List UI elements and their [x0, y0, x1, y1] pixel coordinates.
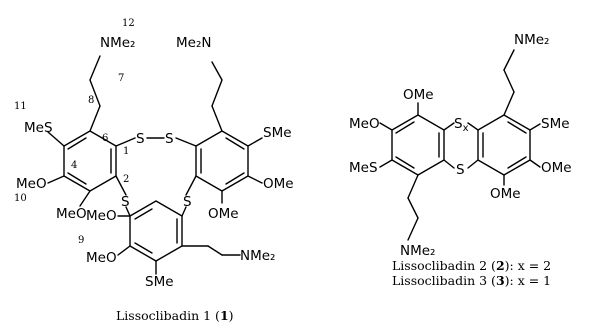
caption-lissoclibadin-1: Lissoclibadin 1 (1)	[116, 308, 234, 323]
mes-label: MeS	[24, 120, 53, 136]
meo-label: MeO	[86, 208, 117, 224]
right-benzene-ring	[195, 130, 249, 192]
atom-number: 1	[123, 146, 129, 157]
ome-label: OMe	[541, 160, 572, 176]
nme2-label: NMe₂	[240, 248, 275, 264]
caption-lissoclibadin-2: Lissoclibadin 2 (2): x = 2	[392, 258, 551, 273]
atom-number: 12	[122, 18, 135, 29]
right-benzene-ring	[477, 114, 531, 176]
sulfur-atom: S	[456, 162, 465, 178]
lissoclibadin-2-3-structure: OMe MeO MeS Sx S NMe₂ SMe OMe OMe NMe₂ L…	[349, 32, 572, 288]
sulfur-atom: S	[183, 194, 192, 210]
atom-number: 2	[123, 174, 129, 185]
meo-label: MeO	[16, 176, 47, 192]
nme2-label: NMe₂	[100, 35, 135, 51]
me2n-label: Me₂N	[176, 35, 211, 51]
sme-label: SMe	[145, 274, 174, 290]
atom-number: 6	[102, 133, 108, 144]
left-benzene-ring	[391, 114, 445, 176]
sme-label: SMe	[541, 116, 570, 132]
mes-label: MeS	[349, 160, 378, 176]
atom-number: 9	[78, 235, 84, 246]
sulfur-atom: S	[121, 194, 130, 210]
caption-lissoclibadin-3: Lissoclibadin 3 (3): x = 1	[392, 273, 551, 288]
ome-label: OMe	[490, 186, 521, 202]
sme-label: SMe	[263, 125, 292, 141]
bottom-benzene-ring	[129, 200, 183, 262]
sulfur-atom: S	[165, 131, 174, 147]
atom-number: 10	[14, 193, 27, 204]
meo-label: MeO	[86, 250, 117, 266]
meo-label: MeO	[56, 206, 87, 222]
sulfur-atom: S	[136, 131, 145, 147]
ome-label: OMe	[208, 206, 239, 222]
nme2-label: NMe₂	[400, 243, 435, 259]
atom-number: 8	[88, 95, 94, 106]
atom-number: 4	[71, 160, 77, 171]
atom-number: 7	[118, 73, 124, 84]
sulfur-x-atom: Sx	[454, 116, 469, 134]
nme2-label: NMe₂	[514, 32, 549, 48]
atom-number: 11	[14, 101, 27, 112]
ome-label: OMe	[263, 176, 294, 192]
meo-label: MeO	[349, 116, 380, 132]
ome-label: OMe	[403, 87, 434, 103]
lissoclibadin-1-structure: NMe₂ Me₂N MeS SMe MeO OMe MeO OMe MeO Me…	[14, 18, 294, 323]
